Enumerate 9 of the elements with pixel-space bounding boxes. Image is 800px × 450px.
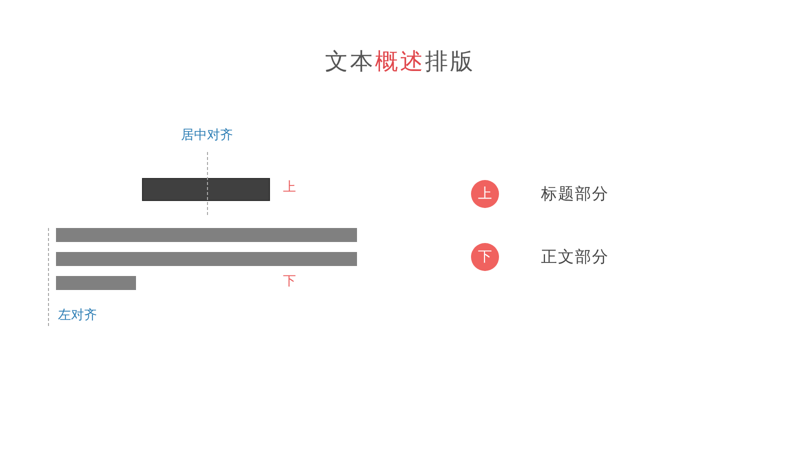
title: 文本概述排版: [325, 48, 475, 76]
alignment-label: 左对齐: [58, 308, 97, 324]
section-badge: 上: [471, 180, 499, 208]
section-label: 正文部分: [541, 247, 609, 267]
alignment-label: 居中对齐: [181, 128, 233, 144]
section-badge: 下: [471, 243, 499, 271]
position-label: 下: [283, 274, 296, 290]
position-label: 上: [283, 180, 296, 196]
section-label: 标题部分: [541, 184, 609, 204]
